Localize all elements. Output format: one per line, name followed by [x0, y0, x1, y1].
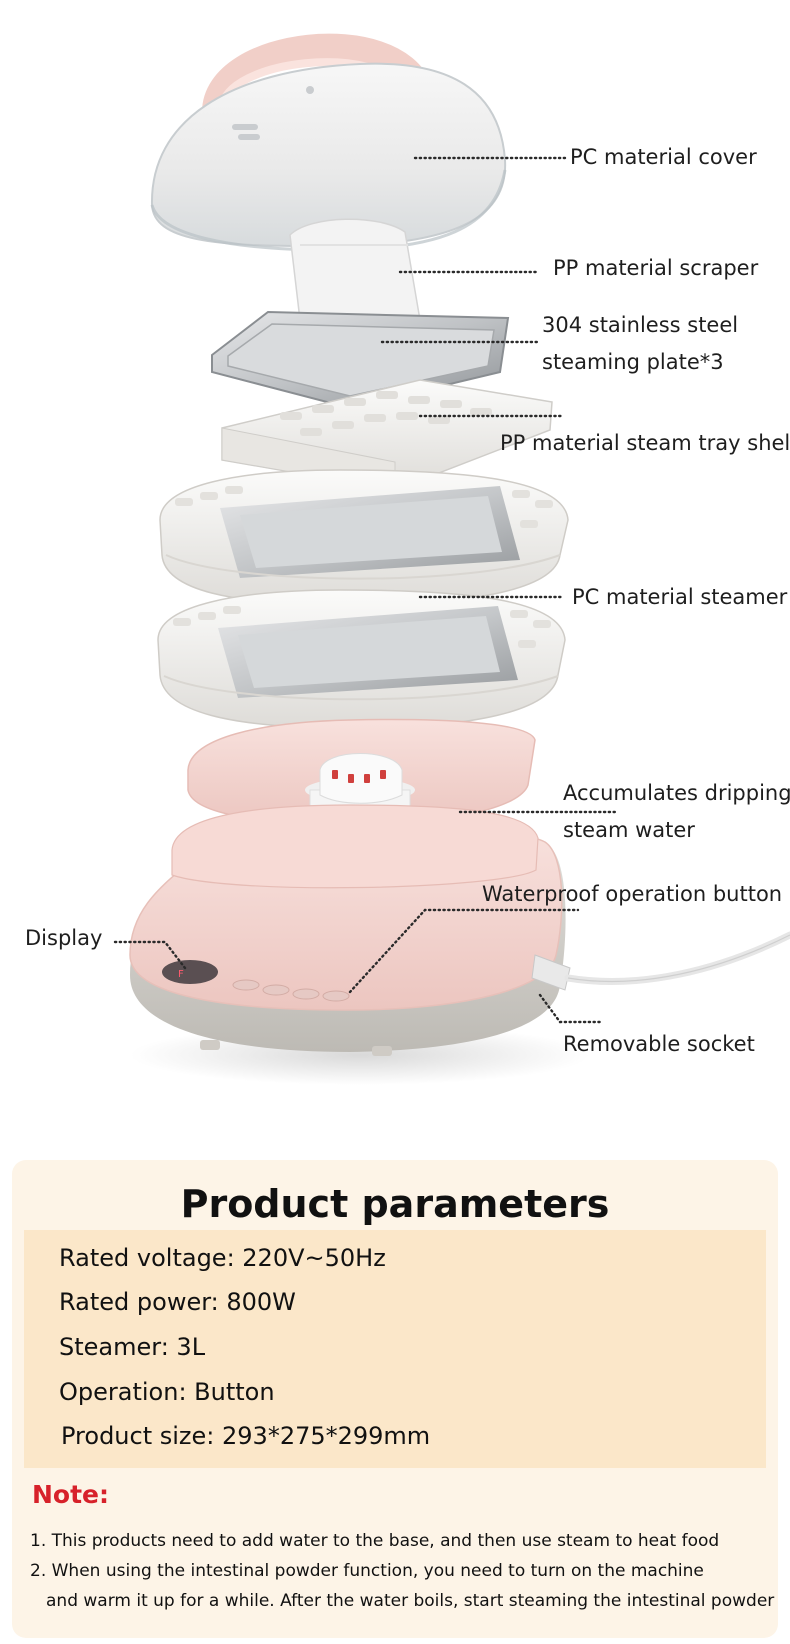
callout-steel-plate-line1: 304 stainless steel	[542, 313, 739, 337]
product-illustration: F	[113, 33, 790, 1085]
note-line-1: 1. This products need to add water to th…	[30, 1531, 720, 1551]
note-line-2: 2. When using the intestinal powder func…	[30, 1561, 704, 1581]
params-title: Product parameters	[180, 1182, 610, 1226]
param-rated-voltage: Rated voltage: 220V~50Hz	[59, 1244, 386, 1272]
callout-steel-plate-line2: steaming plate*3	[542, 350, 724, 374]
callout-tray-shelf: PP material steam tray shelf	[500, 431, 790, 455]
note-line-3: and warm it up for a while. After the wa…	[46, 1591, 775, 1611]
callout-display: Display	[25, 926, 103, 950]
scraper-icon	[289, 218, 421, 321]
callout-drip-line2: steam water	[563, 818, 695, 842]
power-cord-icon	[531, 931, 790, 991]
callout-drip-line1: Accumulates dripping	[563, 781, 790, 805]
steamer-basket-icon	[157, 589, 566, 729]
product-parameters-card: Product parameters Rated voltage: 220V~5…	[12, 1160, 778, 1638]
params-list: Rated voltage: 220V~50Hz Rated power: 80…	[24, 1230, 766, 1468]
steamer-lid-icon	[150, 33, 507, 252]
callout-steamer: PC material steamer	[572, 585, 788, 609]
steamer-basket-icon	[159, 469, 569, 606]
param-product-size: Product size: 293*275*299mm	[61, 1422, 431, 1450]
callout-scraper: PP material scraper	[553, 256, 759, 280]
note-title: Note:	[32, 1480, 110, 1509]
param-steamer: Steamer: 3L	[59, 1333, 206, 1361]
callout-socket: Removable socket	[563, 1032, 755, 1056]
callout-button: Waterproof operation button	[482, 882, 783, 906]
appliance-base-icon: F	[129, 804, 590, 1085]
svg-text:F: F	[178, 969, 184, 980]
callout-drip: Accumulates dripping steam water	[563, 775, 790, 849]
param-rated-power: Rated power: 800W	[59, 1288, 296, 1316]
callout-steel-plate: 304 stainless steel steaming plate*3	[542, 307, 738, 381]
param-operation: Operation: Button	[59, 1378, 275, 1406]
callout-cover: PC material cover	[570, 145, 757, 169]
